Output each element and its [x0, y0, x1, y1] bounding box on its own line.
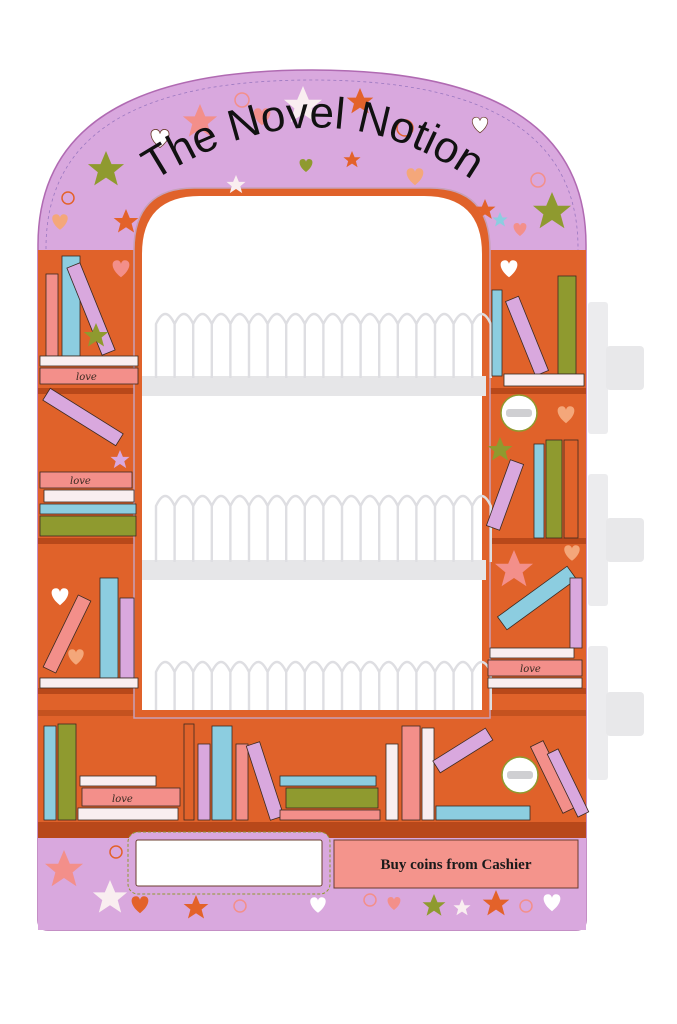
book-flat	[279, 809, 381, 821]
book-title-love: love	[70, 476, 91, 487]
book-flat	[81, 787, 181, 807]
books-right: love	[485, 260, 585, 689]
book-flat	[285, 787, 379, 809]
book	[119, 597, 135, 679]
book	[235, 743, 249, 821]
books-bottom: love	[43, 723, 590, 821]
book	[557, 275, 577, 375]
book-flat	[39, 503, 137, 515]
product-coil	[154, 312, 492, 378]
book	[197, 743, 211, 821]
window-glass	[142, 196, 482, 710]
coin-slot-opening	[507, 771, 533, 779]
book	[569, 577, 583, 649]
side-tab	[588, 646, 608, 780]
book	[563, 439, 579, 539]
book	[42, 594, 92, 674]
coin-notice-panel	[333, 839, 579, 889]
swirl-icon	[109, 845, 123, 859]
swirl-icon	[396, 119, 414, 137]
coin-notice-text: Buy coins from Cashier	[381, 857, 532, 873]
book-flat	[487, 677, 583, 689]
book	[546, 748, 590, 818]
side-tab	[588, 474, 608, 606]
product-coils	[142, 312, 492, 710]
side-tab-knob	[606, 518, 644, 562]
frame-stitch	[45, 79, 579, 915]
side-tabs	[588, 302, 644, 780]
side-tab	[588, 302, 608, 434]
book-flat	[39, 515, 137, 537]
book	[485, 459, 525, 531]
book	[421, 727, 435, 821]
book	[432, 727, 494, 774]
side-tab-knob	[606, 346, 644, 390]
swirl-icon	[234, 92, 250, 108]
book-title-love: love	[520, 664, 541, 675]
coin-return-opening	[135, 839, 323, 887]
book	[43, 725, 57, 821]
book	[401, 725, 421, 821]
swirl-icon	[363, 893, 377, 907]
product-coil	[154, 660, 492, 710]
coin-slot-opening	[506, 409, 532, 417]
book-flat	[489, 647, 575, 659]
product-window	[133, 187, 491, 719]
book	[245, 741, 285, 821]
book	[211, 725, 233, 821]
book	[42, 387, 124, 447]
coil-rail	[142, 560, 486, 580]
book	[545, 439, 563, 539]
book-flat	[79, 775, 157, 787]
book	[45, 273, 59, 357]
book-flat	[39, 355, 139, 367]
book-title-love: love	[76, 372, 97, 383]
book-title-love: love	[112, 794, 133, 805]
book-flat	[43, 489, 135, 503]
book	[385, 743, 399, 821]
bottom-panel: Buy coins from Cashier	[45, 831, 579, 919]
book	[496, 565, 578, 631]
book-flat	[487, 659, 583, 677]
arch-decorations	[52, 86, 571, 236]
books-left: love love	[39, 255, 139, 689]
book	[57, 723, 77, 821]
book-flat	[77, 807, 179, 821]
book-flat	[503, 373, 585, 387]
swirl-icon	[519, 899, 533, 913]
book	[533, 443, 545, 539]
book	[491, 289, 503, 377]
coil-rail	[142, 376, 486, 396]
swirl-icon	[233, 899, 247, 913]
book	[183, 723, 195, 821]
book-flat	[435, 805, 531, 821]
swirl-icon	[61, 191, 75, 205]
book-flat	[39, 677, 139, 689]
product-coil	[154, 494, 492, 562]
book-flat	[279, 775, 377, 787]
side-tab-knob	[606, 692, 644, 736]
swirl-icon	[530, 172, 546, 188]
book-flat	[39, 471, 133, 489]
book	[505, 295, 549, 377]
book	[99, 577, 119, 679]
book-flat	[39, 367, 139, 385]
